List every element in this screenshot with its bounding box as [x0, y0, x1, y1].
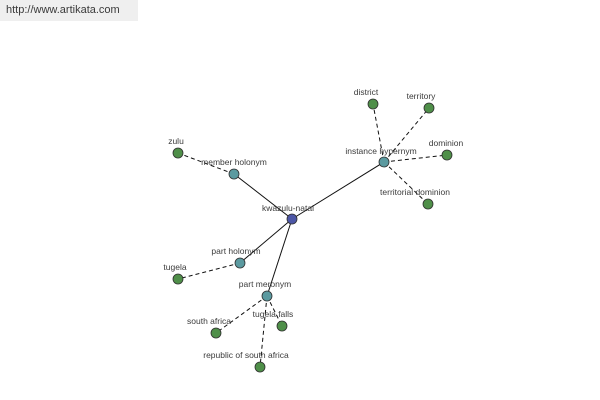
edge-member-holonym-to-zulu: [177, 152, 235, 175]
node-layer: [172, 98, 453, 373]
node-tugela[interactable]: [172, 273, 184, 285]
label-tugela: tugela: [163, 262, 186, 272]
node-part-holonym[interactable]: [234, 257, 246, 269]
edge-kwazulu-natal-to-part-holonym: [239, 218, 293, 264]
edge-part-meronym-to-south-africa: [215, 295, 268, 334]
label-kwazulu-natal: kwazulu-natal: [262, 203, 314, 213]
label-district: district: [354, 87, 379, 97]
edge-part-meronym-to-republic-of-south-africa: [259, 295, 268, 368]
label-part-meronym: part meronym: [239, 279, 291, 289]
node-zulu[interactable]: [172, 147, 184, 159]
label-instance-hypernym: instance hypernym: [345, 146, 416, 156]
node-tugela-falls[interactable]: [276, 320, 288, 332]
edge-kwazulu-natal-to-member-holonym: [233, 173, 293, 220]
node-district[interactable]: [367, 98, 379, 110]
node-member-holonym[interactable]: [228, 168, 240, 180]
edge-layer: [177, 103, 448, 368]
label-tugela-falls: tugela falls: [253, 309, 294, 319]
edge-kwazulu-natal-to-part-meronym: [266, 218, 293, 297]
edge-instance-hypernym-to-territorial-dominion: [383, 161, 429, 205]
edge-instance-hypernym-to-district: [372, 103, 385, 163]
label-layer: kwazulu-natal instance hypernym member hol…: [163, 87, 463, 360]
edge-part-meronym-to-tugela-falls: [266, 295, 283, 327]
node-dominion[interactable]: [441, 149, 453, 161]
node-territorial-dominion[interactable]: [422, 198, 434, 210]
node-instance-hypernym[interactable]: [378, 156, 390, 168]
label-territorial-dominion: territorial dominion: [380, 187, 450, 197]
label-south-africa: south africa: [187, 316, 231, 326]
label-part-holonym: part holonym: [211, 246, 260, 256]
edge-instance-hypernym-to-territory: [383, 107, 430, 163]
node-kwazulu-natal[interactable]: [286, 213, 298, 225]
edge-instance-hypernym-to-dominion: [383, 154, 448, 163]
label-dominion: dominion: [429, 138, 464, 148]
label-zulu: zulu: [168, 136, 184, 146]
node-part-meronym[interactable]: [261, 290, 273, 302]
site-url[interactable]: http://www.artikata.com: [0, 0, 138, 21]
node-republic-of-south-africa[interactable]: [254, 361, 266, 373]
edge-part-holonym-to-tugela: [177, 262, 241, 280]
label-member-holonym: member holonym: [201, 157, 267, 167]
label-republic-of-south-africa: republic of south africa: [203, 350, 289, 360]
node-territory[interactable]: [423, 102, 435, 114]
edge-kwazulu-natal-to-instance-hypernym: [291, 161, 385, 220]
label-territory: territory: [407, 91, 437, 101]
node-south-africa[interactable]: [210, 327, 222, 339]
